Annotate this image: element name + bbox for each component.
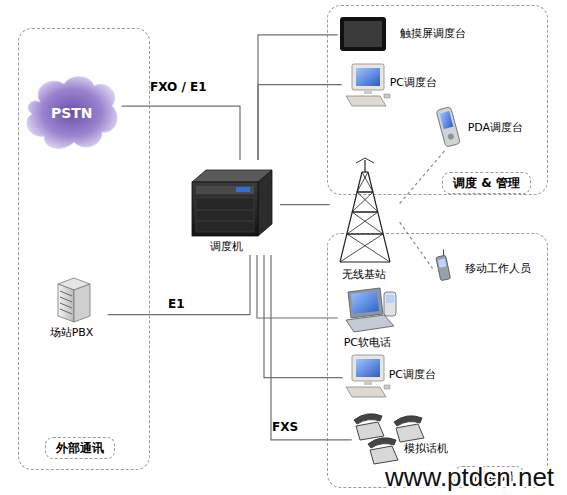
device-label: 触摸屏调度台 bbox=[400, 27, 466, 41]
device-node: 场站PBX bbox=[38, 278, 108, 343]
analog-phone-icon bbox=[354, 414, 424, 464]
line-connector bbox=[271, 255, 352, 440]
server-icon bbox=[58, 278, 90, 322]
pc-icon bbox=[346, 355, 390, 397]
touchscreen-icon bbox=[340, 17, 386, 51]
device-node: 无线基站 bbox=[330, 160, 400, 285]
wireless-link bbox=[400, 222, 433, 269]
device-node: 模拟话机 bbox=[352, 405, 477, 470]
device-label: 无线基站 bbox=[342, 268, 386, 282]
tower-icon bbox=[340, 158, 390, 262]
edge-label: FXS bbox=[272, 420, 298, 434]
device-label: PC调度台 bbox=[389, 368, 436, 382]
device-node: PC调度台 bbox=[343, 352, 443, 400]
device-node: PDA调度台 bbox=[435, 105, 543, 150]
device-label: 模拟话机 bbox=[404, 442, 448, 456]
line-connector bbox=[258, 35, 338, 160]
line-connector bbox=[258, 85, 342, 160]
edge-label: FXO / E1 bbox=[150, 80, 207, 94]
group-box: 调度 & 管理 触摸屏调度台 PC调度台 PDA调度台 bbox=[327, 5, 548, 195]
cloud-node: PSTN bbox=[22, 72, 122, 154]
device-label: 移动工作人员 bbox=[465, 262, 531, 276]
pda-icon bbox=[436, 107, 460, 148]
line-connector bbox=[280, 204, 330, 205]
group-box: 外部通讯 PSTN 场站PBX bbox=[18, 28, 150, 470]
device-node: 触摸屏调度台 bbox=[338, 15, 488, 57]
device-label: 调度机 bbox=[210, 240, 243, 254]
device-label: PC调度台 bbox=[390, 76, 437, 90]
line-connector bbox=[257, 255, 338, 318]
edge-label: E1 bbox=[168, 297, 185, 311]
device-label: 场站PBX bbox=[50, 326, 94, 340]
line-connector bbox=[122, 106, 240, 160]
watermark: www.ptdcn.net bbox=[385, 462, 554, 493]
cloud-label: PSTN bbox=[22, 106, 122, 120]
group-label: 外部通讯 bbox=[45, 437, 115, 459]
device-label: PDA调度台 bbox=[468, 121, 523, 135]
group-box: 调度终端无线基站移动工作人员PC软电话PC调度台模拟话机 bbox=[327, 233, 548, 488]
device-label: PC软电话 bbox=[344, 336, 391, 350]
device-node: PC调度台 bbox=[342, 62, 452, 110]
device-node: 移动工作人员 bbox=[433, 250, 543, 288]
pc-icon bbox=[346, 64, 390, 106]
group-label: 调度 & 管理 bbox=[442, 172, 531, 194]
laptop-icon bbox=[346, 288, 396, 332]
wireless-link bbox=[400, 150, 446, 204]
device-node: PC软电话 bbox=[338, 285, 410, 353]
line-connector bbox=[108, 255, 250, 315]
dispatcher-chassis-icon bbox=[192, 170, 272, 236]
line-connector bbox=[264, 255, 343, 378]
device-node: 调度机 bbox=[180, 160, 280, 255]
mobile-phone-icon bbox=[435, 249, 451, 280]
